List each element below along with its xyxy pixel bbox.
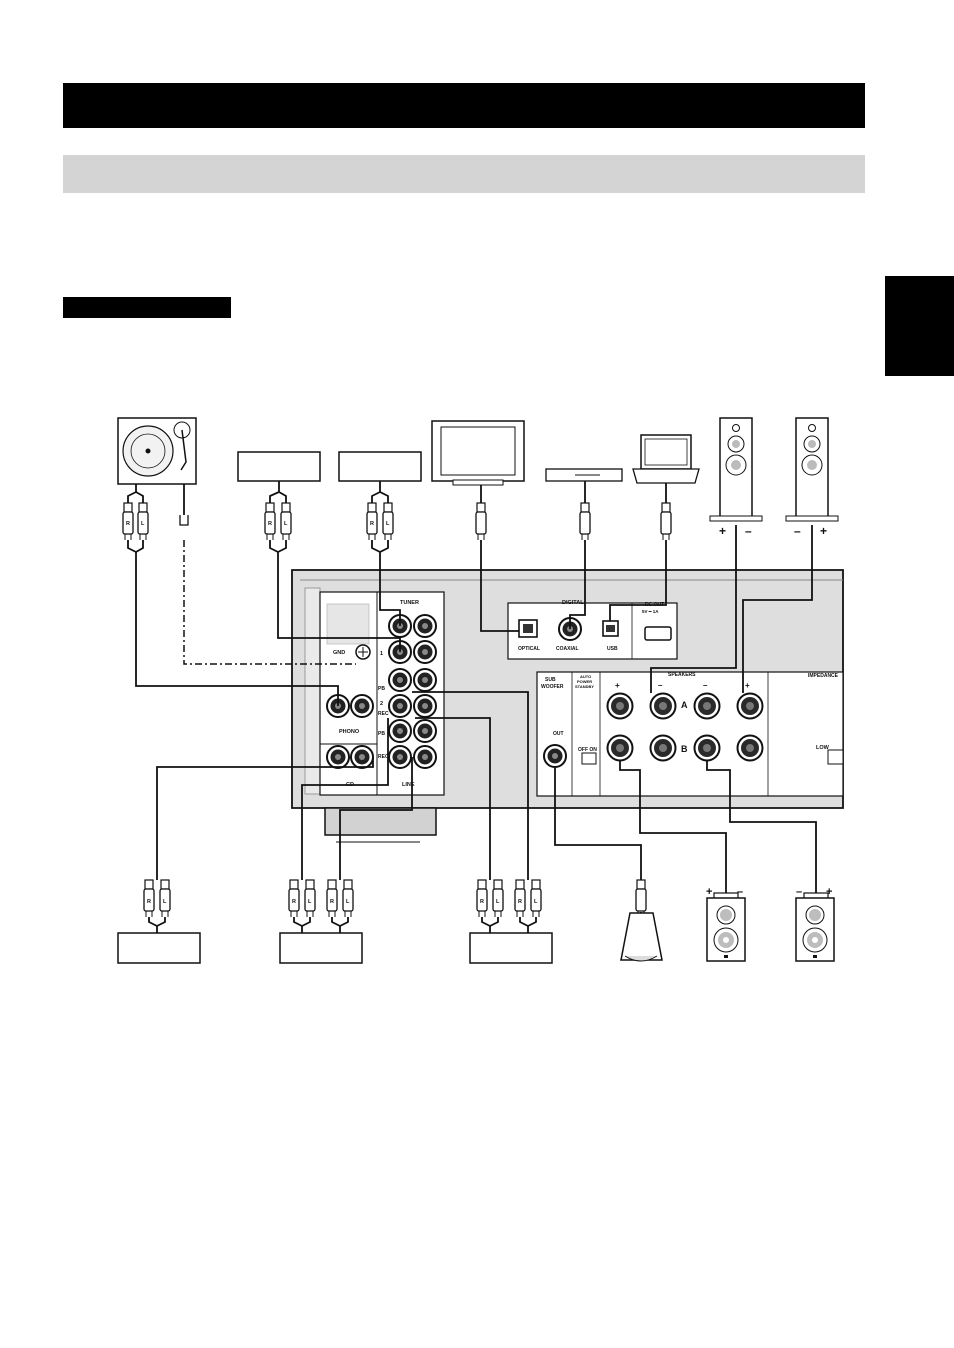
- tv-icon: [431, 420, 525, 486]
- speakers-label: SPEAKERS: [668, 672, 696, 678]
- line1-label: 1: [380, 651, 383, 657]
- svg-text:R: R: [126, 521, 130, 527]
- bottom-cable-loops: [148, 912, 642, 933]
- rec1-label: REC: [378, 711, 389, 717]
- subwoofer-label-1: SUB: [545, 677, 556, 683]
- line2-label: 2: [380, 701, 383, 707]
- component-device: [338, 451, 422, 482]
- cd-player-device: [117, 932, 201, 964]
- svg-text:R: R: [370, 521, 374, 527]
- subwoofer-out-label: OUT: [553, 731, 564, 737]
- title-bar: [63, 83, 865, 128]
- speaker-b-left: [706, 888, 746, 962]
- svg-text:R: R: [147, 899, 151, 905]
- front-speaker-right: [785, 417, 839, 522]
- svg-text:R: R: [480, 899, 484, 905]
- svg-text:L: L: [163, 899, 167, 905]
- speaker-b-label: B: [681, 744, 688, 754]
- cd-player-icon: [545, 468, 623, 482]
- phono-label: PHONO: [339, 729, 360, 735]
- subwoofer-out-jack: [543, 744, 567, 768]
- speaker-a-right-minus-label: –: [703, 681, 708, 690]
- speaker-b-left-plus-label: +: [706, 886, 712, 898]
- subtitle-bar: [63, 155, 865, 193]
- top-cable-loops: [127, 481, 667, 515]
- digital-label: DIGITAL: [562, 600, 584, 606]
- off-on-label: OFF ON: [578, 747, 597, 753]
- recorder-device-2: [469, 932, 553, 964]
- bottom-plugs: [143, 879, 647, 918]
- svg-text:L: L: [284, 521, 288, 527]
- speaker-b-right-minus-label: –: [796, 886, 802, 898]
- subwoofer-icon: [620, 912, 663, 962]
- rec2-label: REC: [378, 754, 389, 760]
- speaker-a-left-minus-label: –: [658, 681, 663, 690]
- front-left-plus-label: +: [719, 524, 726, 538]
- section-label-bar: [63, 297, 231, 318]
- top-plug-letters: R L R L R L: [126, 521, 390, 527]
- front-right-minus-label: –: [794, 524, 801, 538]
- auto-standby-label-1: AUTO: [580, 674, 591, 679]
- recorder-device-1: [279, 932, 363, 964]
- svg-text:L: L: [308, 899, 312, 905]
- svg-text:R: R: [292, 899, 296, 905]
- coaxial-label: COAXIAL: [556, 646, 579, 652]
- front-left-minus-label: –: [745, 524, 752, 538]
- dc-out-spec-label: 5V ━ 1A: [642, 609, 659, 614]
- usb-jack: [602, 620, 619, 637]
- pb2-label: PB: [378, 731, 385, 737]
- connection-cables: [127, 525, 817, 888]
- speaker-a-right-plus-label: +: [745, 681, 750, 690]
- svg-text:R: R: [330, 899, 334, 905]
- pb1-label: PB: [378, 686, 385, 692]
- gnd-label: GND: [333, 650, 345, 656]
- speaker-b-right-plus-label: +: [826, 886, 832, 898]
- language-side-tab: [885, 276, 954, 376]
- svg-text:L: L: [534, 899, 538, 905]
- subwoofer-label-2: WOOFER: [541, 684, 564, 690]
- auto-standby-label-2: POWER: [577, 679, 592, 684]
- svg-text:L: L: [386, 521, 390, 527]
- turntable: [117, 417, 197, 485]
- tuner-device: [237, 451, 321, 482]
- usb-label: USB: [607, 646, 618, 652]
- svg-text:L: L: [496, 899, 500, 905]
- svg-text:L: L: [141, 521, 145, 527]
- ground-lug: [179, 515, 189, 526]
- svg-text:R: R: [518, 899, 522, 905]
- laptop-icon: [632, 434, 700, 484]
- auto-standby-label-3: STANDBY: [575, 684, 594, 689]
- speaker-a-label: A: [681, 700, 688, 710]
- low-label: LOW: [816, 745, 830, 751]
- front-speaker-left: [709, 417, 763, 522]
- optical-jack: [518, 619, 538, 638]
- speaker-b-left-minus-label: –: [737, 886, 743, 898]
- line-label: LINE: [402, 782, 415, 788]
- gnd-terminal: [355, 644, 371, 660]
- svg-text:R: R: [268, 521, 272, 527]
- speaker-b-right: [795, 888, 835, 962]
- svg-text:L: L: [346, 899, 350, 905]
- front-right-plus-label: +: [820, 524, 827, 538]
- tuner-jack-label: TUNER: [400, 600, 419, 606]
- impedance-label: IMPEDANCE: [808, 673, 839, 679]
- optical-label: OPTICAL: [518, 646, 540, 652]
- top-plugs: [122, 502, 672, 541]
- bottom-plug-letters: R L R L R L R L R L: [147, 899, 538, 905]
- speaker-a-left-plus-label: +: [615, 681, 620, 690]
- ground-wire: [183, 540, 356, 665]
